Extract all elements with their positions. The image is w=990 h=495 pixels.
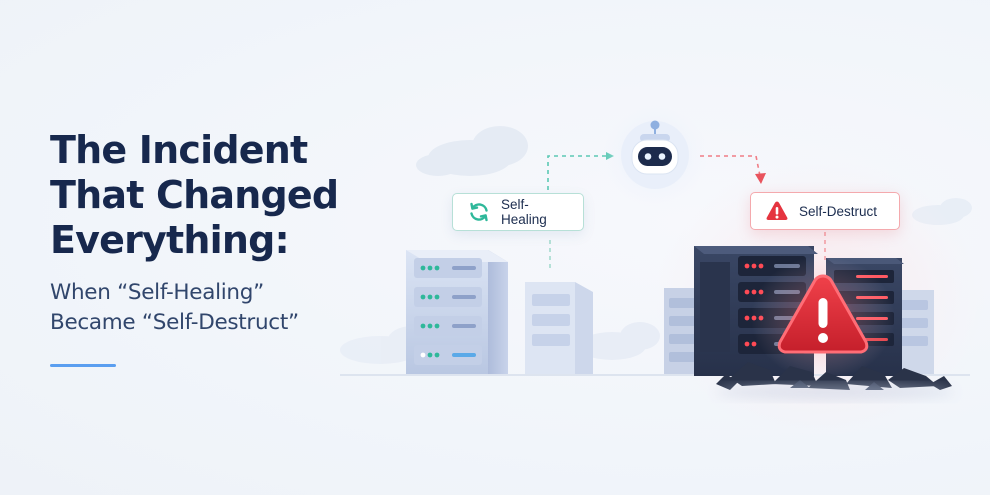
arrow-head	[755, 173, 766, 184]
headline-line-2: That Changed	[50, 173, 339, 217]
subheadline-line-1: When “Self-Healing”	[50, 280, 264, 305]
headline-line-3: Everything:	[50, 218, 290, 262]
self-healing-label: Self-Healing	[501, 197, 547, 227]
cloud-icon	[578, 322, 660, 360]
warning-icon	[777, 274, 869, 354]
accent-underline	[50, 364, 116, 367]
headline: The Incident That Changed Everything:	[50, 128, 380, 263]
healthy-server-rack-back	[525, 282, 593, 374]
subheadline-line-2: Became “Self-Destruct”	[50, 310, 299, 335]
self-healing-badge: Self-Healing	[452, 193, 584, 231]
connector-arrow	[547, 155, 606, 190]
warning-icon	[765, 199, 789, 223]
self-destruct-badge: Self-Destruct	[750, 192, 900, 230]
ground-line	[340, 374, 970, 376]
cloud-icon	[416, 126, 528, 176]
robot-icon	[631, 120, 679, 175]
headline-line-1: The Incident	[50, 128, 308, 172]
refresh-icon	[467, 200, 491, 224]
healthy-server-rack	[406, 250, 508, 374]
self-destruct-label: Self-Destruct	[799, 203, 878, 219]
subheadline: When “Self-Healing” Became “Self-Destruc…	[50, 278, 380, 338]
connector-arrow	[700, 155, 761, 177]
